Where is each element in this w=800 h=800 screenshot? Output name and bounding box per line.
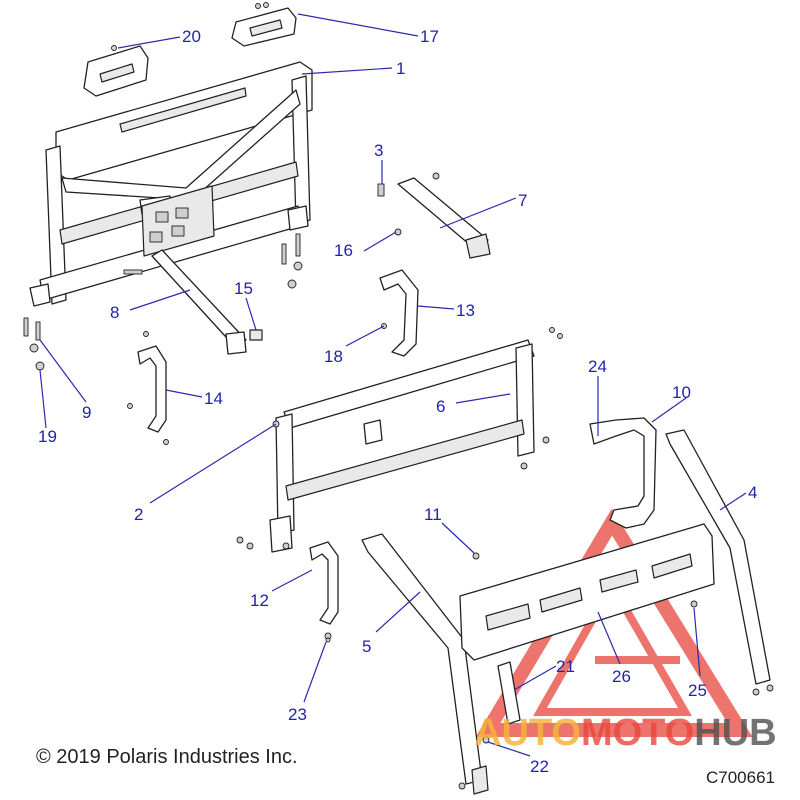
callout-13: 13 — [456, 301, 475, 320]
leader-lines — [39, 13, 747, 757]
callout-20: 20 — [182, 27, 201, 46]
part-20-light — [83, 45, 149, 97]
hardware-bolts-middle — [236, 536, 290, 550]
callout-18: 18 — [324, 347, 343, 366]
part-7-rear-brace — [397, 172, 491, 259]
callout-9: 9 — [82, 403, 91, 422]
callout-17: 17 — [420, 27, 439, 46]
copyright-notice: © 2019 Polaris Industries Inc. — [36, 746, 298, 768]
callout-4: 4 — [748, 483, 757, 502]
watermark-moto: MOTO — [580, 712, 695, 754]
part-22-bolt — [482, 736, 490, 744]
callout-7: 7 — [518, 191, 527, 210]
watermark-text: AUTOMOTOHUB — [474, 712, 777, 755]
callout-22: 22 — [530, 757, 549, 776]
drawing-code: C700661 — [706, 768, 776, 787]
part-15-clip — [249, 329, 263, 341]
callout-25: 25 — [688, 681, 707, 700]
part-5-rear-pillar — [361, 533, 489, 795]
callout-8: 8 — [110, 303, 119, 322]
watermark-auto: AUTO — [474, 712, 581, 754]
callout-12: 12 — [250, 591, 269, 610]
callout-2: 2 — [134, 505, 143, 524]
callout-3: 3 — [374, 141, 383, 160]
callout-14: 14 — [204, 389, 223, 408]
part-11-nut — [472, 552, 480, 560]
part-23-nut — [325, 637, 331, 643]
callout-26: 26 — [612, 667, 631, 686]
callout-1: 1 — [396, 59, 405, 78]
callout-16: 16 — [334, 241, 353, 260]
callout-15: 15 — [234, 279, 253, 298]
callout-6: 6 — [436, 397, 445, 416]
callout-23: 23 — [288, 705, 307, 724]
callout-19: 19 — [38, 427, 57, 446]
watermark-hub: HUB — [694, 712, 777, 754]
part-10-grab-handle — [589, 417, 657, 529]
part-14-grab-handle — [127, 331, 169, 445]
part-1-front-frame — [29, 61, 313, 307]
part-17-light — [231, 2, 297, 47]
callout-24: 24 — [588, 357, 607, 376]
callout-5: 5 — [362, 637, 371, 656]
callout-11: 11 — [424, 505, 442, 524]
part-8-brace — [151, 249, 247, 355]
hardware-bolts-left — [23, 233, 303, 371]
part-13-grab-handle — [379, 269, 419, 357]
callout-labels: 20 17 1 3 7 16 8 15 13 18 14 9 6 19 2 24… — [38, 27, 757, 776]
part-6-rear-frame — [269, 327, 563, 553]
part-12-grab-handle — [309, 541, 339, 640]
part-4-rear-pillar — [665, 429, 774, 696]
part-3-fastener — [377, 183, 385, 197]
part-26-rear-panel — [459, 523, 715, 661]
callout-10: 10 — [672, 383, 691, 402]
callout-21: 21 — [556, 657, 575, 676]
part-21-bracket — [497, 661, 521, 725]
part-25-nut — [690, 600, 698, 608]
